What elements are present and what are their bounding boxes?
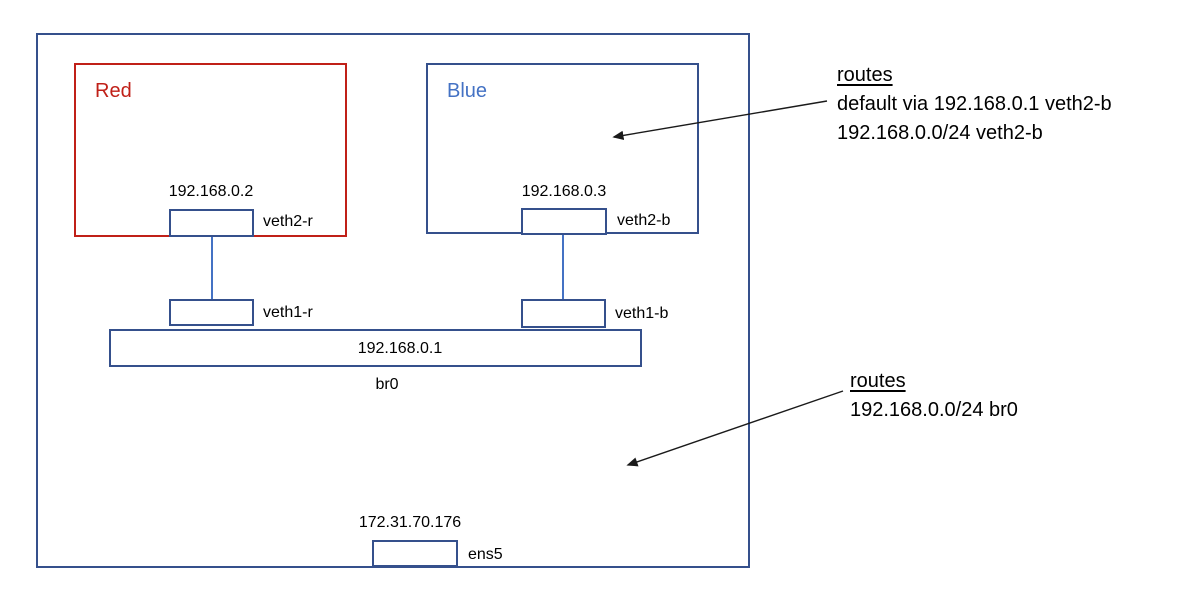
blue-route-line-1: default via 192.168.0.1 veth2-b	[837, 93, 1112, 115]
blue-routes-title: routes	[837, 64, 893, 86]
blue-route-line-2: 192.168.0.0/24 veth2-b	[837, 122, 1043, 144]
ens5-name-label: ens5	[468, 546, 503, 563]
veth1-b-name-label: veth1-b	[615, 305, 669, 322]
host-routes-title: routes	[850, 370, 906, 392]
ens5-ip-label: 172.31.70.176	[358, 514, 462, 531]
veth2-r-interface-box	[169, 209, 254, 237]
veth1-r-interface-box	[169, 299, 254, 326]
veth2-r-name-label: veth2-r	[263, 213, 313, 230]
veth1-b-interface-box	[521, 299, 606, 328]
veth2-b-name-label: veth2-b	[617, 212, 671, 229]
veth1-r-name-label: veth1-r	[263, 304, 313, 321]
host-routes-annotation: routes 192.168.0.0/24 br0	[850, 367, 1018, 425]
host-route-line-1: 192.168.0.0/24 br0	[850, 399, 1018, 421]
veth2-b-interface-box	[521, 208, 607, 235]
ens5-interface-box	[372, 540, 458, 567]
veth2-r-ip-label: 192.168.0.2	[168, 183, 254, 200]
blue-namespace-label: Blue	[447, 80, 488, 102]
veth2-b-ip-label: 192.168.0.3	[521, 183, 607, 200]
red-namespace-label: Red	[95, 80, 132, 102]
host-boundary-box	[36, 33, 750, 568]
blue-veth-connector-line	[562, 235, 564, 299]
br0-ip-label: 192.168.0.1	[357, 340, 443, 357]
br0-bridge-box	[109, 329, 642, 367]
blue-routes-annotation: routes default via 192.168.0.1 veth2-b 1…	[837, 61, 1112, 148]
br0-name-label: br0	[375, 376, 399, 393]
red-veth-connector-line	[211, 237, 213, 299]
